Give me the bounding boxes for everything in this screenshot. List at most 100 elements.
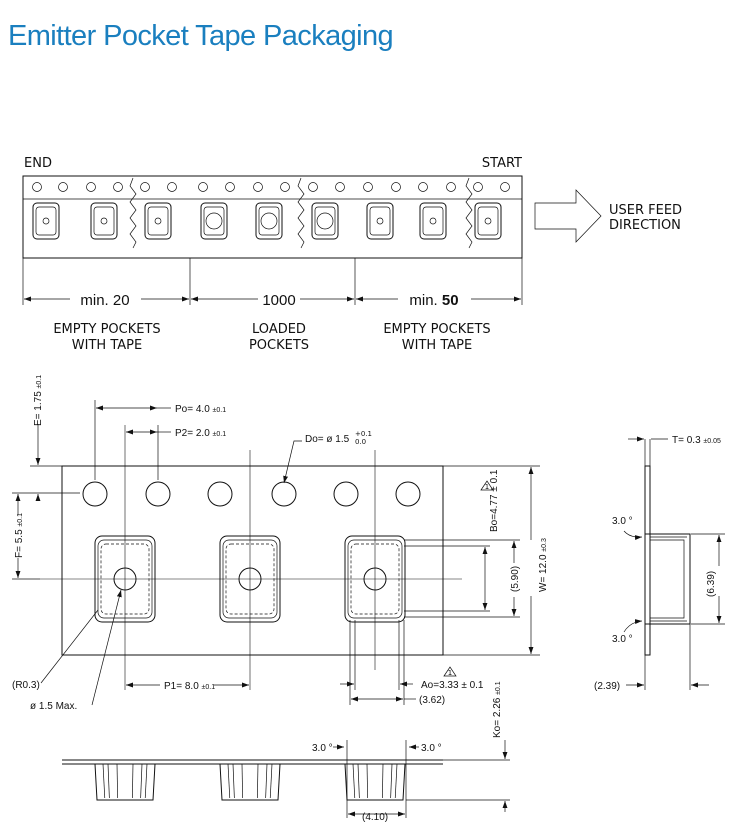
side-view: T= 0.3 ±0.05 3.0 ° 3.0 ° (6.39) (2.39) (594, 435, 725, 692)
side-tape-edge (644, 465, 651, 656)
plan-view: Po= 4.0 ±0.1 P2= 2.0 ±0.1 Do= ø 1.5 +0.1… (12, 375, 549, 712)
sprocket-hole (280, 182, 290, 192)
section-empty-start-label-1: EMPTY POCKETS (383, 322, 490, 337)
section-empty-end-label-1: EMPTY POCKETS (53, 322, 160, 337)
svg-text:1: 1 (448, 669, 452, 677)
dim-ao-ref: (3.62) (419, 695, 445, 706)
warning-triangle-icon-2 (443, 666, 457, 677)
tape-strip (22, 175, 523, 259)
tape-overview: END START min. 20 1000 min. 50 EMPTY POC… (22, 156, 682, 353)
end-label: END (24, 156, 52, 171)
tape-pockets (32, 202, 502, 240)
section-wall-line (366, 763, 368, 799)
dim-side-width: (2.39) (594, 681, 620, 692)
plan-sprocket-hole (271, 481, 297, 507)
dim-angle-right: 3.0 ° (421, 743, 442, 754)
sprocket-hole (225, 182, 235, 192)
sprocket-hole (446, 182, 456, 192)
cross-section-view: (4.10) 3.0 ° 3.0 ° Ko= 2.26 ±0.1 (62, 681, 510, 823)
section-wall-line (140, 763, 143, 799)
section-loaded-count: 1000 (262, 292, 295, 309)
plan-sprocket-hole (333, 481, 359, 507)
section-wall-line (382, 763, 384, 799)
tape-pocket-inner (203, 206, 225, 236)
section-loaded-label-1: LOADED (252, 322, 306, 337)
sprocket-hole (308, 182, 318, 192)
section-wall-line (357, 763, 360, 799)
sprocket-hole (198, 182, 208, 192)
emitter-part (316, 212, 334, 230)
section-pocket (94, 763, 156, 801)
tape-pocket (90, 202, 118, 240)
tape-pocket-inner (258, 206, 280, 236)
dim-e: E= 1.75 ±0.1 (33, 375, 44, 426)
sprocket-hole (473, 182, 483, 192)
tape-pocket (200, 202, 228, 240)
side-pocket (645, 533, 691, 625)
dim-f: F= 5.5 ±0.1 (14, 513, 25, 558)
tape-pocket-inner (314, 206, 336, 236)
sprocket-hole (363, 182, 373, 192)
dim-bo-ref: (5.90) (510, 566, 521, 592)
tape-pocket (366, 202, 394, 240)
section-empty-end-count: min. 20 (80, 292, 129, 309)
section-wall-line (144, 763, 148, 799)
dim-bottom-width: (4.10) (362, 812, 388, 823)
tape-pocket-inner (35, 206, 57, 236)
section-wall-line (227, 763, 231, 799)
dim-angle-left: 3.0 ° (312, 743, 333, 754)
sprocket-hole (335, 182, 345, 192)
dim-ko: Ko= 2.26 ±0.1 (492, 681, 503, 738)
emitter-part (260, 212, 278, 230)
section-wall-line (269, 763, 273, 799)
dim-side-height: (6.39) (706, 571, 717, 597)
sprocket-hole (32, 182, 42, 192)
warning-triangle-icon (480, 480, 494, 491)
tape-pocket-inner (147, 206, 169, 236)
plan-sprocket-holes (82, 481, 421, 507)
sprocket-hole (58, 182, 68, 192)
sprocket-hole (140, 182, 150, 192)
dim-w: W= 12.0 ±0.3 (538, 538, 549, 592)
tape-outline (61, 465, 444, 656)
feed-direction-label-2: DIRECTION (609, 218, 681, 233)
dim-do: Do= ø 1.5 (305, 434, 350, 445)
tape-pocket (144, 202, 172, 240)
dim-po: Po= 4.0 ±0.1 (175, 404, 226, 415)
pocket-hole (484, 217, 492, 225)
dim-p1: P1= 8.0 ±0.1 (164, 681, 215, 692)
tape-pocket (419, 202, 447, 240)
section-wall-line (116, 763, 118, 799)
section-wall-line (265, 763, 268, 799)
plan-sprocket-hole (145, 481, 171, 507)
page-title: Emitter Pocket Tape Packaging (8, 20, 394, 52)
feed-direction-label-1: USER FEED (609, 203, 682, 218)
section-wall-line (352, 763, 356, 799)
section-wall-line (390, 763, 393, 799)
sprocket-holes (32, 182, 510, 192)
dim-do-tol-up: +0.1 (355, 430, 372, 438)
svg-text:1: 1 (485, 483, 489, 491)
tape-pocket (32, 202, 60, 240)
feed-direction-arrow-icon (534, 189, 602, 243)
tape-pocket (474, 202, 502, 240)
section-pocket (344, 763, 406, 801)
section-empty-start-label-2: WITH TAPE (402, 338, 472, 353)
tape-pocket (311, 202, 339, 240)
sprocket-hole (86, 182, 96, 192)
cross-section-pockets (94, 763, 406, 801)
section-wall-line (394, 763, 398, 799)
sprocket-hole (500, 182, 510, 192)
pocket-hole (154, 217, 162, 225)
sprocket-hole (391, 182, 401, 192)
sprocket-hole (167, 182, 177, 192)
tape-pocket-inner (477, 206, 499, 236)
tape-pocket (255, 202, 283, 240)
dim-angle-bottom: 3.0 ° (612, 634, 633, 645)
section-wall-line (132, 763, 134, 799)
tape-pocket-inner (422, 206, 444, 236)
start-label: START (482, 156, 522, 171)
dim-angle-top: 3.0 ° (612, 516, 633, 527)
sprocket-hole (418, 182, 428, 192)
